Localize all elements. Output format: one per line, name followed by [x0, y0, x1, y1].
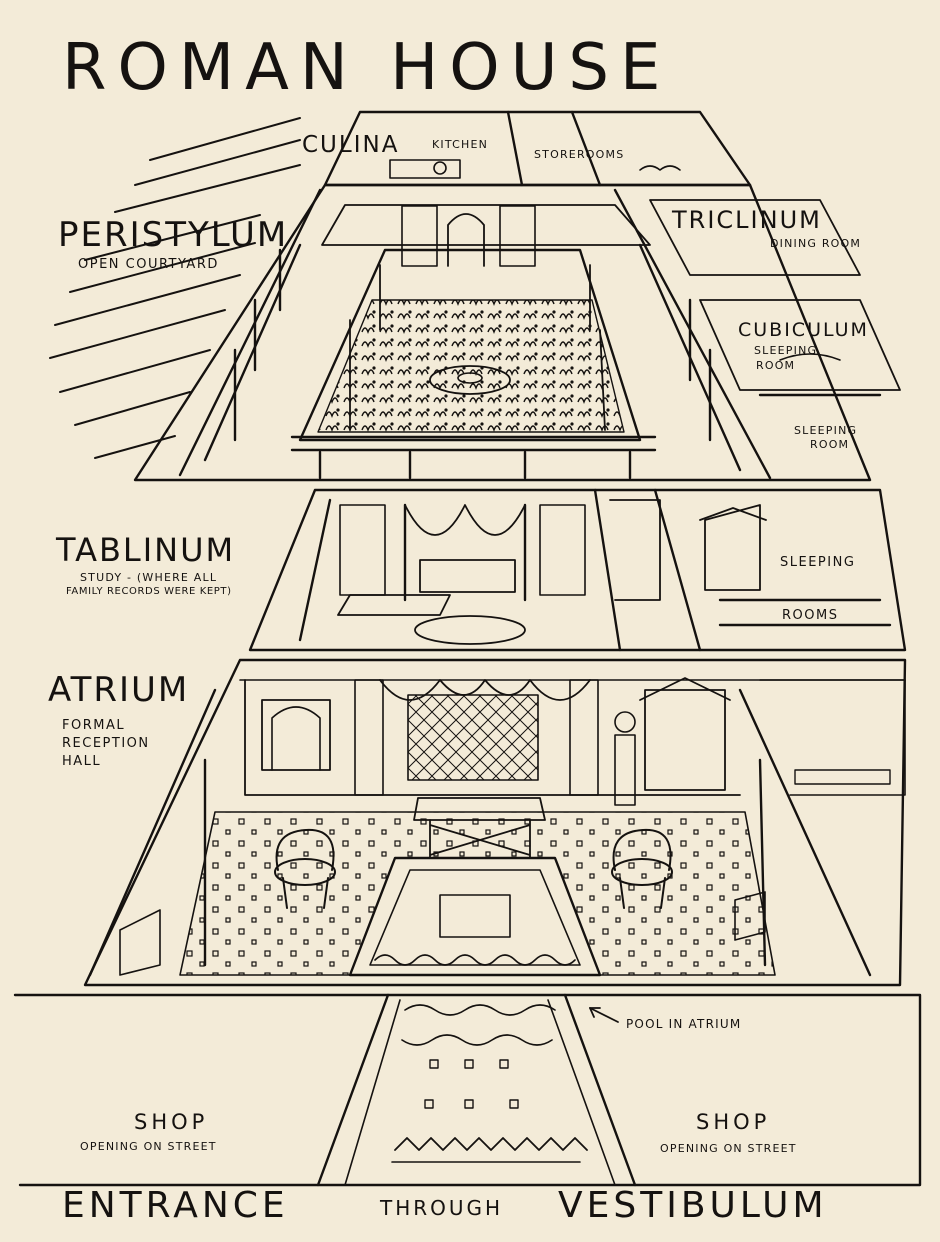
impluvium-pool	[348, 856, 602, 977]
shop-right-note: OPENING ON STREET	[660, 1142, 797, 1155]
shop-right-outline	[563, 993, 922, 1187]
triclinum-label: TRICLINUM	[672, 206, 822, 234]
tablinum-note-line1: STUDY - (WHERE ALL	[80, 571, 218, 584]
entrance-label: ENTRANCE	[62, 1185, 289, 1226]
atrium-note-line2: RECEPTION	[62, 736, 150, 751]
cubiculum-label: CUBICULUM	[738, 319, 869, 341]
atrium-label: ATRIUM	[48, 670, 190, 710]
tablinum-note-line2: FAMILY RECORDS WERE KEPT)	[66, 586, 232, 597]
hearth	[261, 699, 331, 771]
shop-left-label: SHOP	[134, 1110, 209, 1134]
tablinum-label: TABLINUM	[56, 531, 236, 569]
page-title: ROMAN HOUSE	[62, 31, 672, 105]
vestibulum-corridor	[316, 993, 637, 1187]
tablinum-curtain	[404, 504, 526, 536]
peristylum-note: OPEN COURTYARD	[78, 257, 219, 272]
culina-label: CULINA	[302, 132, 400, 158]
sleeping-room-line2: ROOM	[810, 438, 850, 451]
garden-plot	[298, 248, 642, 442]
sky-hatching	[49, 117, 301, 459]
shop-right-label: SHOP	[696, 1110, 771, 1134]
cubiculum-note-line2: ROOM	[756, 359, 796, 372]
chair-right	[611, 828, 673, 909]
cubiculum-note-line1: SLEEPING	[754, 344, 818, 357]
vestibulum-label: VESTIBULUM	[558, 1185, 828, 1226]
atrium-note-line1: FORMAL	[62, 718, 126, 733]
peristylum-outline	[133, 183, 872, 482]
atrium-note-line3: HALL	[62, 754, 102, 769]
culina-note: KITCHEN	[432, 138, 489, 151]
storerooms-label: STOREROOMS	[534, 148, 625, 161]
shop-left-note: OPENING ON STREET	[80, 1140, 217, 1153]
pool-label: POOL IN ATRIUM	[626, 1017, 742, 1031]
chair-left	[274, 828, 336, 909]
cubiculum-outline	[699, 299, 901, 391]
atrium-outline	[83, 658, 907, 987]
sleeping-rooms-line2: ROOMS	[782, 608, 839, 623]
through-label: THROUGH	[380, 1196, 504, 1220]
sleeping-rooms-line1: SLEEPING	[780, 555, 856, 570]
triclinum-note: DINING ROOM	[770, 237, 862, 250]
shrine	[644, 689, 726, 791]
tablinum-level-outline	[248, 488, 907, 652]
sleeping-room-line1: SLEEPING	[794, 424, 858, 437]
pool-pointer-arrow	[589, 1007, 619, 1023]
peristylum-label: PERISTYLUM	[58, 215, 289, 255]
triclinum-outline	[649, 199, 861, 276]
shop-left-outline	[13, 993, 390, 1187]
